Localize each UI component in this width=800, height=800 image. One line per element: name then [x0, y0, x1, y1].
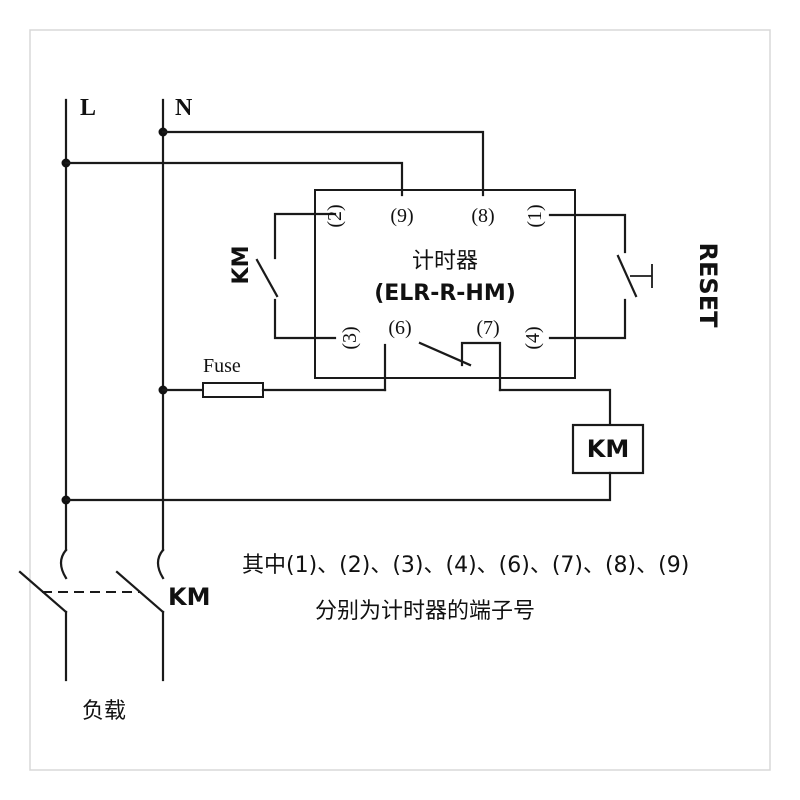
- main-contact-L-hook: [59, 548, 68, 580]
- frame-border: [29, 29, 771, 771]
- label-N: N: [175, 95, 193, 121]
- terminal-3: (3): [339, 326, 361, 349]
- wire-t7-down: [460, 341, 502, 392]
- label-load: 负载: [82, 699, 126, 724]
- wire-t7-to-coil: [498, 388, 612, 427]
- main-contact-N-hook: [156, 548, 165, 580]
- timer-model: (ELR-R-HM): [374, 281, 516, 306]
- timer-title: 计时器: [412, 249, 478, 274]
- wire-t1-to-reset: [548, 213, 627, 254]
- wire-km-contact-to-t3: [273, 298, 337, 340]
- label-reset: RESET: [694, 243, 722, 329]
- note-line-1: 其中(1)、(2)、(3)、(4)、(6)、(7)、(8)、(9): [242, 553, 689, 578]
- wire-t2-to-km-contact: [273, 212, 337, 260]
- label-km-main: KM: [168, 583, 210, 611]
- terminal-4: (4): [522, 326, 544, 349]
- wire-N-to-t8: [161, 130, 485, 197]
- terminal-2: (2): [324, 204, 346, 227]
- timer-box: [314, 189, 576, 379]
- terminal-1: (1): [524, 204, 546, 227]
- terminal-8: (8): [471, 205, 494, 227]
- wire-reset-to-t4: [548, 298, 627, 340]
- label-fuse: Fuse: [203, 355, 241, 377]
- reset-contact-blade: [616, 254, 638, 298]
- km-aux-contact-blade: [255, 258, 279, 298]
- label-km-aux: KM: [229, 246, 254, 285]
- fuse-symbol: [202, 382, 264, 398]
- terminal-6: (6): [388, 317, 411, 339]
- wire-coil-to-L: [64, 471, 612, 502]
- km-coil-box: [571, 423, 645, 475]
- terminal-7: (7): [476, 317, 499, 339]
- label-L: L: [80, 95, 96, 121]
- label-km-coil: KM: [587, 435, 629, 463]
- wire-L-to-t9: [64, 161, 404, 197]
- note-line-2: 分别为计时器的端子号: [315, 599, 535, 624]
- terminal-9: (9): [390, 205, 413, 227]
